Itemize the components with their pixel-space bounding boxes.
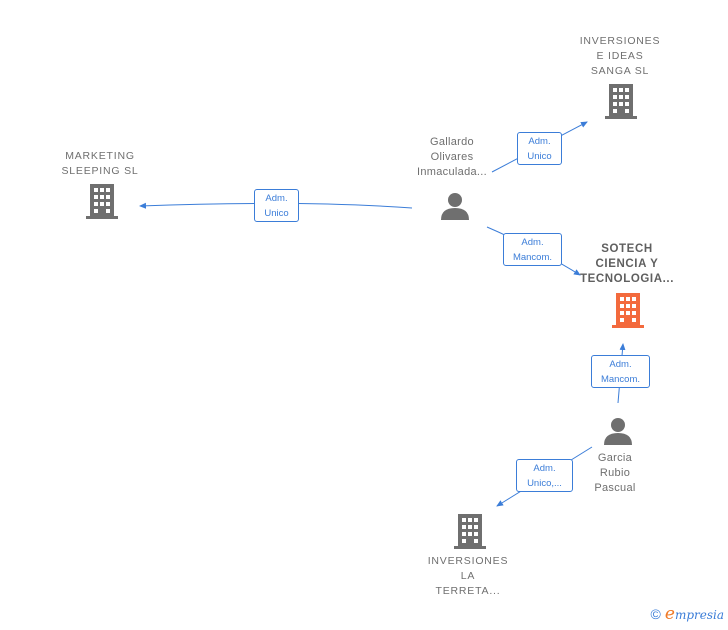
brand-logo[interactable]: empresia <box>665 604 724 624</box>
building-icon[interactable] <box>605 84 637 120</box>
building-icon[interactable] <box>454 514 486 550</box>
building-icon[interactable] <box>612 293 644 329</box>
edge-badge-adm-mancom[interactable]: Adm. Mancom. <box>503 233 562 266</box>
person-icon[interactable] <box>603 417 633 445</box>
brand-initial: e <box>664 604 675 624</box>
edge-badge-adm-unico[interactable]: Adm. Unico <box>254 189 299 222</box>
copyright-icon: © <box>650 606 661 622</box>
brand-footer: © empresia <box>651 604 724 624</box>
edge-badge-adm-mancom[interactable]: Adm. Mancom. <box>591 355 650 388</box>
edge-badge-adm-unico[interactable]: Adm. Unico <box>517 132 562 165</box>
node-label-garcia: Garcia Rubio Pascual <box>594 452 636 494</box>
node-label-gallardo: Gallardo Olivares Inmaculada... <box>417 136 487 178</box>
node-label-sotech: SOTECH CIENCIA Y TECNOLOGIA... <box>579 243 675 285</box>
person-icon[interactable] <box>440 192 470 220</box>
brand-name: mpresia <box>674 608 724 622</box>
node-label-inversiones-ideas: INVERSIONES E IDEAS SANGA SL <box>579 35 661 77</box>
node-label-inversiones-terreta: INVERSIONES LA TERRETA... <box>427 555 509 597</box>
node-label-marketing: MARKETING SLEEPING SL <box>61 150 139 177</box>
building-icon[interactable] <box>86 184 118 220</box>
edge-badge-adm-unico[interactable]: Adm. Unico,... <box>516 459 573 492</box>
